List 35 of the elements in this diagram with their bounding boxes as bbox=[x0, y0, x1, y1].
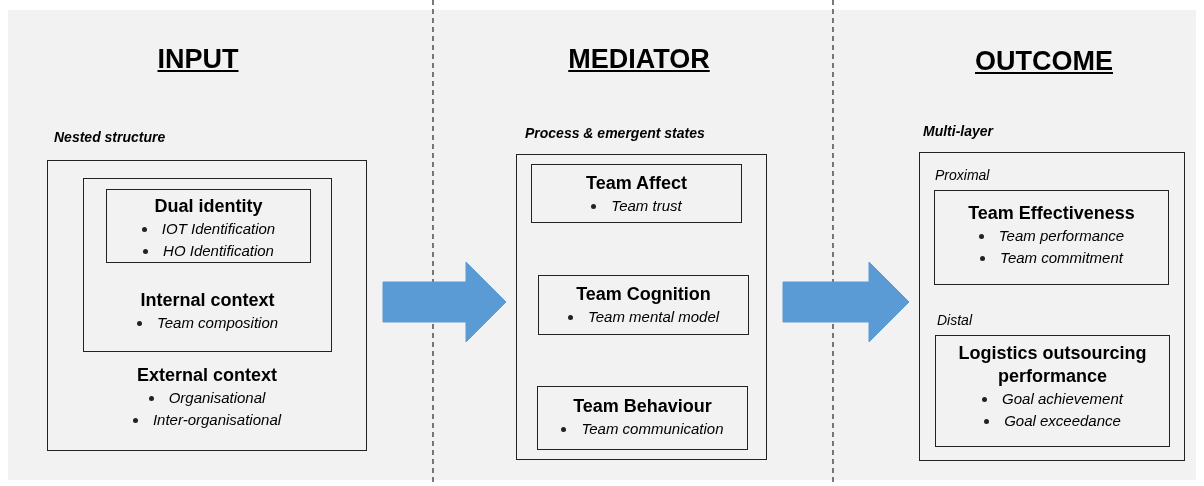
section-heading: Nested structure bbox=[54, 129, 166, 145]
list-item-text: Goal exceedance bbox=[1004, 411, 1121, 431]
list-item-text: Goal achievement bbox=[1002, 389, 1123, 409]
list-item-text: Organisational bbox=[168, 388, 266, 408]
block-arrow bbox=[782, 261, 910, 343]
group-label: Proximal bbox=[935, 167, 990, 183]
list-item-text: Team performance bbox=[998, 226, 1125, 246]
list-item-text: IOT Identification bbox=[161, 219, 276, 239]
frame-box bbox=[537, 386, 748, 450]
list-item-text: Team mental model bbox=[587, 307, 720, 327]
block-arrow bbox=[382, 261, 507, 343]
group-label: Distal bbox=[937, 312, 972, 328]
list-item-text: Team communication bbox=[581, 419, 724, 439]
box-title: Dual identity bbox=[154, 195, 263, 218]
section-heading: Multi-layer bbox=[923, 123, 993, 139]
box-title: Team Cognition bbox=[576, 283, 711, 306]
frame-box bbox=[531, 164, 742, 223]
list-item-text: Team commitment bbox=[1000, 248, 1123, 268]
box-title: Team Affect bbox=[586, 172, 687, 195]
list-item-text: Team composition bbox=[156, 313, 279, 333]
box-title: Logistics outsourcing performance bbox=[957, 342, 1148, 388]
section-heading: Process & emergent states bbox=[525, 125, 705, 141]
list-item-text: HO Identification bbox=[163, 241, 274, 261]
frame-box bbox=[538, 275, 749, 335]
column-title: OUTCOME bbox=[975, 46, 1113, 77]
column-title: INPUT bbox=[157, 44, 239, 75]
box-title: External context bbox=[136, 364, 277, 387]
list-item-text: Inter-organisational bbox=[152, 410, 282, 430]
frame-box bbox=[83, 178, 332, 352]
box-title: Team Behaviour bbox=[573, 395, 712, 418]
column-title: MEDIATOR bbox=[568, 44, 710, 75]
list-item-text: Team trust bbox=[611, 196, 682, 216]
frame-box bbox=[106, 189, 311, 263]
box-title: Team Effectiveness bbox=[968, 202, 1135, 225]
box-title: Internal context bbox=[140, 289, 275, 312]
